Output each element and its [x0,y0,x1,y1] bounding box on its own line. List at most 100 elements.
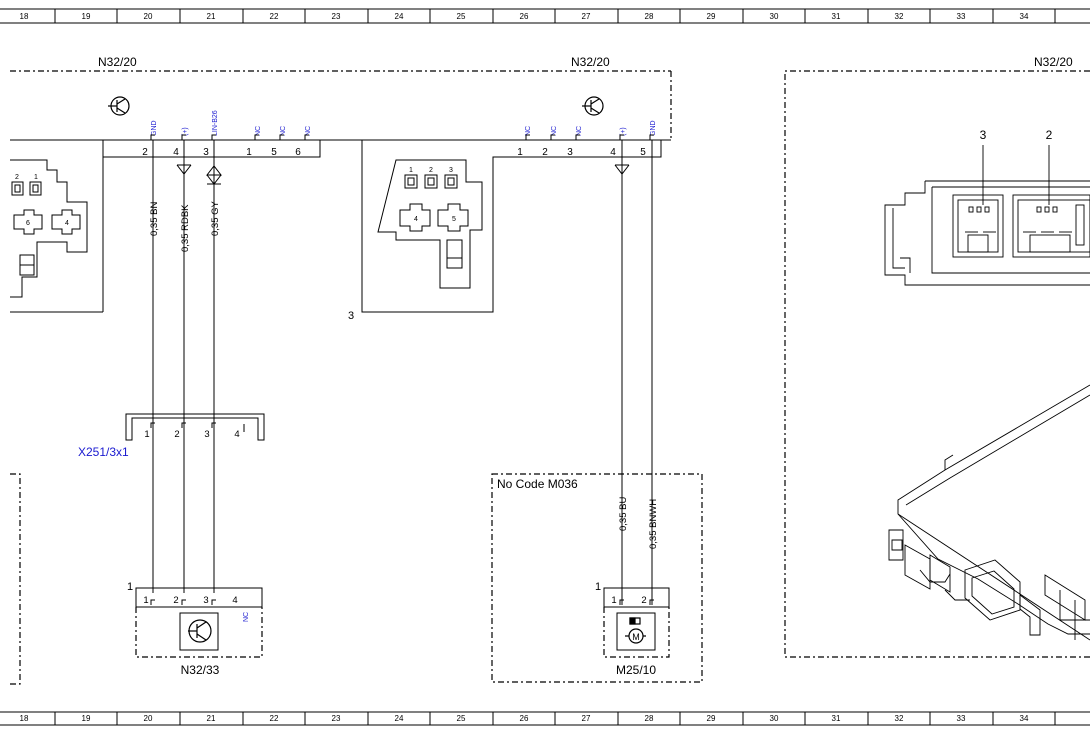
conn-cell-label: 2 [429,167,433,174]
pin-signal-plus: (+) [620,127,627,136]
wire-direction-arrow [176,164,192,175]
ruler-bottom-col-33: 33 [957,714,966,723]
ruler-bottom-col-30: 30 [770,714,779,723]
pin-signal-nc: NC [305,126,312,136]
m25-10-component [603,587,670,658]
ruler-bottom-col-26: 26 [520,714,529,723]
connector-housing-mid [377,159,483,289]
n32-33-label: N32/33 [181,663,220,677]
x251-label: X251/3x1 [78,445,129,459]
ruler-col-23: 23 [332,12,341,21]
ruler-col-19: 19 [82,12,91,21]
n32-33-pin: 4 [232,595,237,606]
pin-signal-nc: NC [525,126,532,136]
left-partial-box [10,473,21,685]
ruler-bottom-col-34: 34 [1020,714,1029,723]
x251-pin: 3 [204,429,209,440]
x251-connector [125,413,265,441]
ruler-col-25: 25 [457,12,466,21]
top-ruler: 18 19 20 21 22 23 24 25 26 27 28 29 30 3… [0,8,1090,24]
conn-cell-label: 1 [34,174,38,181]
m25-10-label: M25/10 [616,663,656,677]
conn-cell-label: 3 [449,167,453,174]
ruler-col-32: 32 [895,12,904,21]
ruler-bottom-col-31: 31 [832,714,841,723]
pin-signal-gnd: GND [151,120,158,136]
n32-20-label-left: N32/20 [98,55,137,69]
pin-number: 5 [271,147,277,158]
n32-33-ref: 1 [127,581,133,593]
n32-20-label-right: N32/20 [1034,55,1073,69]
ruler-bottom-col-23: 23 [332,714,341,723]
ruler-col-20: 20 [144,12,153,21]
ruler-bottom-col-24: 24 [395,714,404,723]
ruler-col-24: 24 [395,12,404,21]
mid-ref-label: 3 [348,310,354,322]
no-code-label: No Code M036 [497,477,578,491]
ruler-col-18: 18 [20,12,29,21]
ruler-col-27: 27 [582,12,591,21]
transistor-icon [582,96,604,116]
pin-signal-nc: NC [576,126,583,136]
ruler-col-33: 33 [957,12,966,21]
pin-number: 1 [517,147,523,158]
no-code-m036-box [491,473,703,683]
module-callout-3: 3 [980,128,987,142]
pin-number: 5 [640,147,646,158]
wire-label-bu: 0,35 BU [618,497,629,531]
ruler-bottom-col-27: 27 [582,714,591,723]
ruler-bottom-col-32: 32 [895,714,904,723]
ruler-col-31: 31 [832,12,841,21]
pin-signal-plus: (+) [182,127,189,136]
x251-pin: 4 [234,429,239,440]
n32-33-pin: 2 [173,595,178,606]
n32-33-pin: 1 [143,595,148,606]
pin-signal-nc: NC [255,126,262,136]
n32-33-component [135,587,263,658]
m25-10-pin: 1 [611,595,616,606]
transistor-icon [188,619,212,643]
control-module-illustration [884,145,1090,641]
left-pin-bracket [10,140,321,313]
n32-20-label-mid: N32/20 [571,55,610,69]
mid-pin-bracket [361,140,662,313]
conn-socket-label: 4 [414,216,418,223]
conn-cell-label: 2 [15,174,19,181]
wire-label-bnwh: 0,35 BNWH [648,499,659,549]
ruler-bottom-col-19: 19 [82,714,91,723]
ruler-col-28: 28 [645,12,654,21]
ruler-bottom-col-25: 25 [457,714,466,723]
connector-housing-left [10,159,88,298]
wires-mid [621,140,653,605]
pin-number: 4 [173,147,179,158]
n32-33-nc: NC [243,612,250,622]
ruler-col-29: 29 [707,12,716,21]
wire-bidirectional-arrow [205,165,223,185]
ruler-bottom-col-20: 20 [144,714,153,723]
bottom-ruler: 18 19 20 21 22 23 24 25 26 27 28 29 30 3… [0,711,1090,726]
pin-number: 2 [542,147,548,158]
wire-label-bn: 0,35 BN [149,202,160,236]
transistor-icon [108,96,130,116]
conn-socket-label: 4 [65,220,69,227]
ruler-bottom-col-28: 28 [645,714,654,723]
wire-label-gy: 0,35 GY [210,200,221,236]
pin-number: 4 [610,147,616,158]
conn-socket-label: 5 [452,216,456,223]
pin-number: 3 [203,147,209,158]
motor-icon: M [625,617,646,644]
conn-socket-label: 6 [26,220,30,227]
ruler-col-26: 26 [520,12,529,21]
module-callout-2: 2 [1046,128,1053,142]
ruler-bottom-col-18: 18 [20,714,29,723]
wire-label-rdbk: 0,35 RDBK [180,204,191,252]
pin-signal-nc: NC [551,126,558,136]
pin-number: 6 [295,147,301,158]
ruler-col-21: 21 [207,12,216,21]
ruler-col-22: 22 [270,12,279,21]
n32-20-control-unit-box [10,70,672,141]
pin-signal-gnd: GND [650,120,657,136]
n32-33-pin: 3 [203,595,208,606]
ruler-col-30: 30 [770,12,779,21]
